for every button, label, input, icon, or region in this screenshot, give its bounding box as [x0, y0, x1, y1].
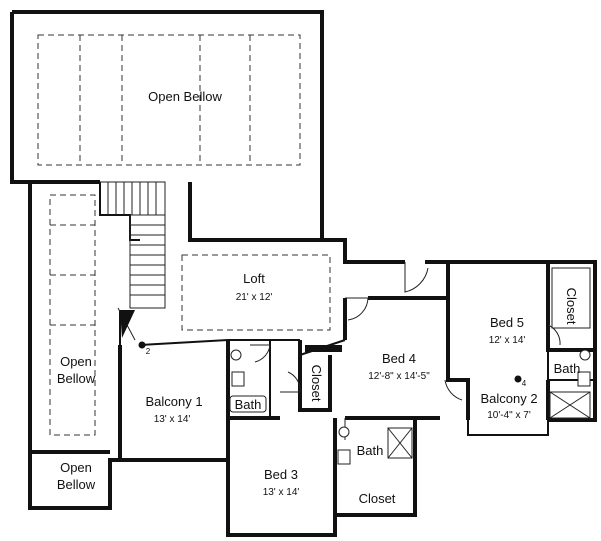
- wall-wedge-center: [305, 345, 342, 352]
- bed-3-size: 13' x 14': [263, 487, 300, 498]
- bed-5-size: 12' x 14': [489, 335, 526, 346]
- marker-2-label: 2: [146, 347, 151, 356]
- bath-center-label: Bath: [357, 443, 384, 458]
- staircase: [100, 181, 166, 341]
- bath-left-fixtures: [229, 349, 267, 413]
- marker-2: 2: [138, 341, 151, 356]
- bath-right-label: Bath: [554, 361, 581, 376]
- bed-5-label: Bed 5: [490, 315, 524, 330]
- open-bellow-top-label: Open Bellow: [148, 89, 222, 104]
- open-bellow-left-label-line1: Open: [60, 354, 92, 369]
- bed-3-label: Bed 3: [264, 467, 298, 482]
- wall-wedge-left: [120, 310, 135, 338]
- bath-right-fixtures: [549, 349, 591, 419]
- exterior-walls: [10, 10, 597, 537]
- bath-left-label: Bath: [235, 397, 262, 412]
- door-swings: [250, 262, 561, 440]
- marker-4-label: 4: [522, 379, 527, 388]
- bed-4-size: 12'-8" x 14'-5": [368, 371, 430, 382]
- open-bellow-bottom-label-line1: Open: [60, 460, 92, 475]
- loft-label: Loft: [243, 271, 265, 286]
- loft-dashed-area: [181, 254, 331, 331]
- open-bellow-left-label-line2: Bellow: [57, 371, 96, 386]
- closet-right-rod: [551, 267, 591, 329]
- bed-4-label: Bed 4: [382, 351, 416, 366]
- open-bellow-left-grid: [49, 194, 96, 436]
- open-bellow-bottom-label-line2: Bellow: [57, 477, 96, 492]
- closet-center-label: Closet: [359, 491, 396, 506]
- closet-left-label: Closet: [309, 365, 324, 402]
- balcony-2-label: Balcony 2: [480, 391, 537, 406]
- loft-size: 21' x 12': [236, 292, 273, 303]
- balcony-1-size: 13' x 14': [154, 414, 191, 425]
- balcony-1-label: Balcony 1: [145, 394, 202, 409]
- open-bellow-top-grid: [37, 34, 301, 166]
- balcony-2-size: 10'-4" x 7': [487, 410, 531, 421]
- marker-4: 4: [514, 375, 527, 388]
- closet-right-label: Closet: [564, 288, 579, 325]
- bath-center-fixtures: [337, 426, 413, 465]
